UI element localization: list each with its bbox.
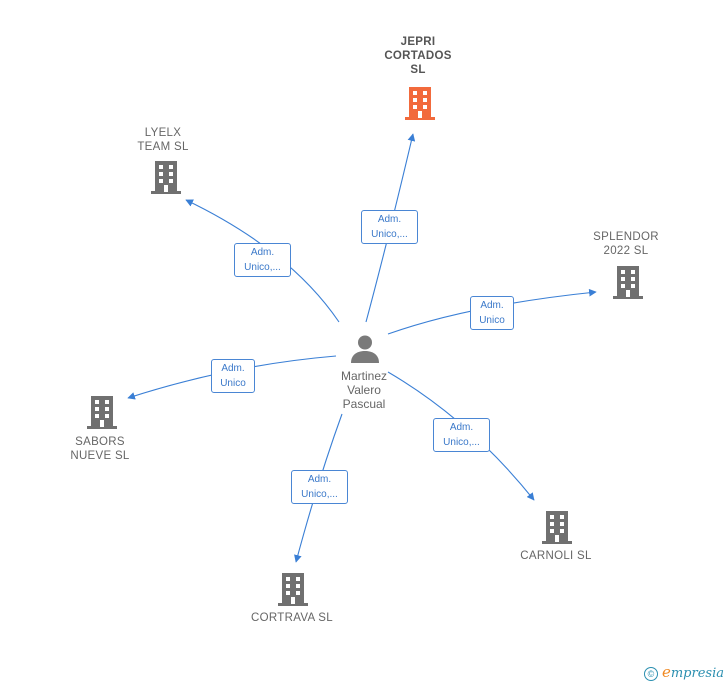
company-label-cortrava[interactable]: CORTRAVA SL	[251, 612, 333, 624]
company-label-splendor[interactable]: SPLENDOR 2022 SL	[593, 231, 659, 257]
center-name-line: Valero	[347, 383, 381, 397]
brand-logo-text: mpresia	[670, 666, 724, 681]
company-label-jepri[interactable]: JEPRI CORTADOS SL	[384, 36, 452, 76]
company-label-carnoli[interactable]: CARNOLI SL	[520, 550, 592, 562]
copyright-icon: ©	[643, 666, 658, 681]
brand-logo-e: e	[661, 663, 671, 681]
building-icon-cortrava[interactable]	[277, 572, 309, 611]
company-label-sabors[interactable]: SABORS NUEVE SL	[70, 436, 130, 462]
edge-label-lyelx[interactable]: Adm. Unico,...	[234, 243, 291, 277]
center-person-label[interactable]: Martinez Valero Pascual	[322, 369, 406, 411]
center-name-line: Martinez	[340, 369, 387, 383]
edge-label-carnoli[interactable]: Adm. Unico,...	[433, 418, 490, 452]
building-icon-lyelx[interactable]	[150, 160, 182, 199]
building-icon-sabors[interactable]	[86, 395, 118, 434]
brand-footer: ©empresia	[643, 663, 724, 681]
edge-label-cortrava[interactable]: Adm. Unico,...	[291, 470, 348, 504]
edge-label-jepri[interactable]: Adm. Unico,...	[361, 210, 418, 244]
person-icon	[349, 333, 381, 370]
company-label-lyelx[interactable]: LYELX TEAM SL	[137, 127, 189, 153]
building-icon-jepri[interactable]	[404, 86, 436, 125]
building-icon-carnoli[interactable]	[541, 510, 573, 549]
building-icon-splendor[interactable]	[612, 265, 644, 304]
edge-label-sabors[interactable]: Adm. Unico	[211, 359, 255, 393]
center-name-line: Pascual	[342, 397, 386, 411]
edge-label-splendor[interactable]: Adm. Unico	[470, 296, 514, 330]
